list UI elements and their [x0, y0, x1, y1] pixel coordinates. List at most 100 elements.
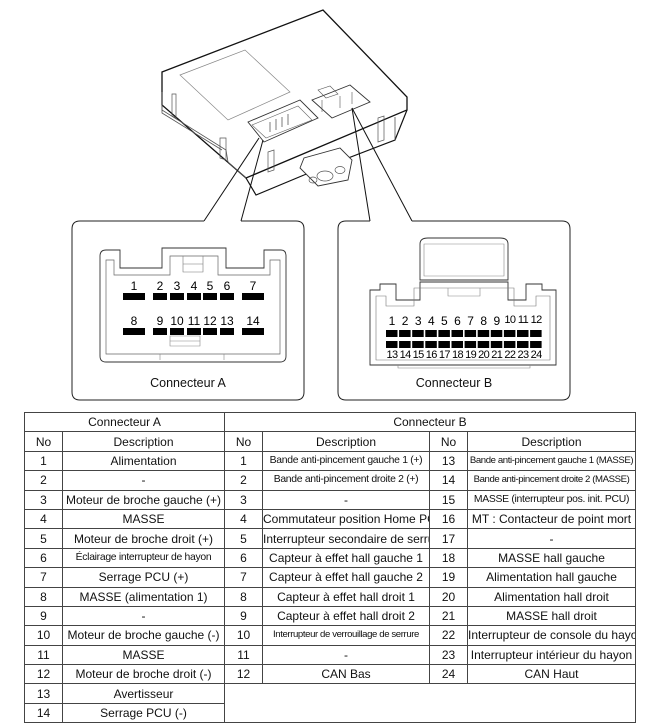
pin-slot [242, 328, 264, 335]
connector-b-pin-desc: CAN Haut [466, 664, 637, 685]
connector-b-pin-desc: MASSE (interrupteur pos. init. PCU) [466, 489, 637, 510]
connector-b-pin-desc: CAN Bas [262, 664, 430, 685]
connector-b-pin-no: 19 [429, 567, 468, 588]
connector-b-pin-no: 15 [429, 489, 468, 510]
pin-slot [187, 293, 201, 300]
connector-b-pin-desc: Interrupteur intérieur du hayon [466, 644, 637, 666]
pin-number-label: 3 [414, 314, 422, 328]
pin-slot [464, 330, 477, 337]
pin-slot [386, 330, 398, 337]
connector-b-pin-no: 9 [224, 605, 263, 627]
pin-slot [412, 330, 424, 337]
pin-slot [425, 341, 437, 348]
pin-number-label: 22 [504, 349, 516, 361]
pin-number-label: 15 [412, 349, 425, 361]
pin-number-label: 5 [441, 314, 448, 328]
pin-slot [425, 330, 437, 337]
pin-number-label: 20 [478, 349, 490, 361]
connector-b-header: Connecteur B [223, 411, 637, 433]
pin-slot [530, 330, 542, 337]
leader-lines [203, 107, 413, 222]
connector-b-pin-no: 23 [429, 644, 468, 666]
connector-a-header: Connecteur A [24, 411, 225, 433]
connector-a-pin-desc: - [62, 470, 225, 491]
pin-slot [153, 293, 167, 300]
connector-b-callout [337, 220, 571, 401]
connector-a-pin-desc: Moteur de broche droit (+) [62, 528, 225, 549]
pin-slot [464, 341, 477, 348]
pin-slot [399, 341, 411, 348]
connector-a-pins [123, 293, 264, 335]
connector-b-pin-no: 8 [224, 586, 263, 607]
connector-b-pin-no: 5 [224, 528, 263, 549]
col-header-description: Description [262, 431, 430, 452]
connector-b-pin-no: 20 [429, 586, 468, 607]
connector-b-pin-desc: Alimentation hall gauche [466, 567, 637, 588]
pin-number-label: 23 [517, 349, 529, 361]
connector-a-pin-desc: MASSE [62, 644, 225, 666]
control-unit-housing [161, 9, 408, 196]
pinout-table: Connecteur A Connecteur B No Description… [24, 411, 637, 724]
connector-a-pin-no: 12 [24, 664, 63, 685]
connector-b-pin-no: 18 [429, 547, 468, 569]
connector-a-pin-no: 8 [24, 586, 63, 607]
connector-b-pin-desc: Interrupteur de console du hayon [466, 625, 637, 646]
connector-b-pin-desc: - [262, 644, 430, 666]
pin-number-label: 12 [203, 314, 217, 328]
connector-a-pin-desc: MASSE [62, 508, 225, 530]
connector-b-pin-desc: - [262, 489, 430, 510]
connector-a-callout [71, 220, 305, 401]
connector-b-pin-desc: Bande anti-pincement gauche 1 (+) [262, 450, 430, 472]
connector-a-pin-no: 1 [24, 450, 63, 472]
pin-slot [170, 293, 184, 300]
connector-b-pin-desc: Capteur à effet hall droit 2 [262, 605, 430, 627]
pin-number-label: 6 [223, 279, 231, 293]
connector-a-pin-no: 9 [24, 605, 63, 627]
connector-b-pin-no: 11 [224, 644, 263, 666]
connector-a-pin-no: 7 [24, 567, 63, 588]
connector-a-pin-desc: Alimentation [62, 450, 225, 472]
col-header-no: No [24, 431, 63, 452]
connector-a-pin-desc: - [62, 605, 225, 627]
pin-slot [438, 341, 450, 348]
connector-a-face [99, 247, 287, 363]
pin-slot [242, 293, 264, 300]
connector-b-pin-desc: Capteur à effet hall gauche 1 [262, 547, 430, 569]
connector-b-pin-desc: Alimentation hall droit [466, 586, 637, 607]
pin-slot [517, 330, 529, 337]
connector-a-pin-no: 13 [24, 683, 63, 704]
pin-number-label: 8 [480, 314, 488, 328]
connector-a-pin-desc: Moteur de broche gauche (-) [62, 625, 225, 646]
empty-cell [223, 683, 637, 724]
connector-a-pin-no: 14 [24, 702, 63, 724]
connector-b-pin-desc: Capteur à effet hall droit 1 [262, 586, 430, 607]
connector-b-pin-no: 21 [429, 605, 468, 627]
pin-slot [490, 341, 503, 348]
pin-number-label: 1 [388, 314, 396, 328]
connector-b-pin-desc: Bande anti-pincement droite 2 (MASSE) [466, 470, 637, 491]
pin-number-label: 17 [438, 349, 451, 361]
pin-number-label: 2 [156, 279, 164, 293]
pin-number-label: 18 [451, 349, 464, 361]
connector-a-pin-no: 11 [24, 644, 63, 666]
col-header-description: Description [466, 431, 637, 452]
connector-a-pin-no: 5 [24, 528, 63, 549]
connector-b-pin-no: 1 [224, 450, 263, 472]
pin-number-label: 10 [170, 314, 184, 328]
connector-a-pin-desc: Avertisseur [62, 683, 225, 704]
pin-number-label: 6 [454, 314, 461, 328]
connector-a-pin-no: 6 [24, 547, 63, 569]
col-header-no: No [429, 431, 468, 452]
pin-slot [477, 341, 490, 348]
